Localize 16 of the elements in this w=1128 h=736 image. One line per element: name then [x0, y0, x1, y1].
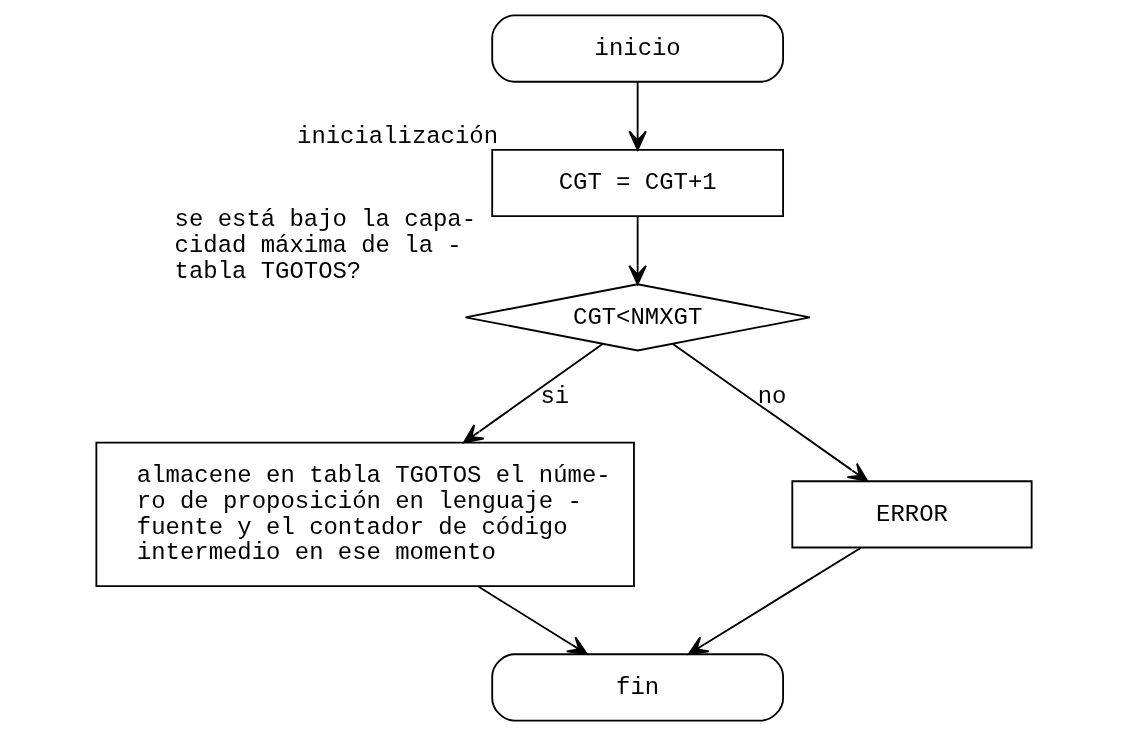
node-box: CGT = CGT+1 [491, 148, 784, 218]
node-box: fin [491, 653, 784, 722]
node-label: inicialización [297, 123, 499, 151]
arrow [672, 343, 869, 482]
node-box: almacene en tabla TGOTOS el núme- ro de proposición en lenguaje - fuente y el contador de código intermedio en ese momento [95, 441, 635, 588]
edge-label: si [540, 382, 570, 410]
arrow [628, 81, 647, 151]
arrow [463, 343, 604, 444]
arrow [477, 585, 588, 655]
arrow [628, 215, 647, 286]
node-label: se está bajo la capa- cidad máxima de la - tabla TGOTOS? [174, 206, 477, 285]
arrow [687, 546, 862, 655]
node-diamond: CGT<NMXGT [464, 283, 811, 352]
node-box: inicio [491, 14, 784, 83]
node-box: ERROR [791, 480, 1033, 549]
edge-label: no [757, 382, 787, 410]
